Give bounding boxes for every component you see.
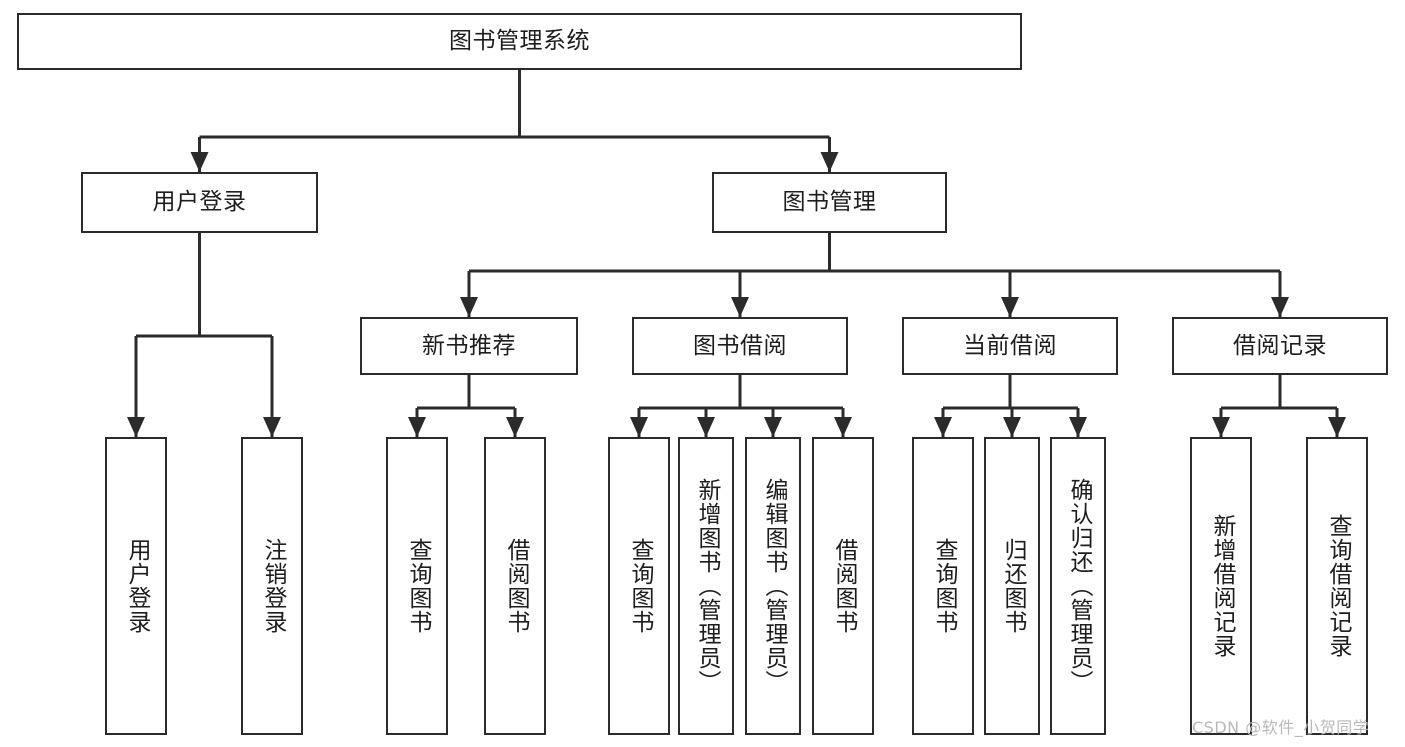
node-l-bb-borrow[interactable]: 借阅图书 xyxy=(812,437,874,735)
arrow-head-icon xyxy=(1212,417,1230,437)
node-records[interactable]: 借阅记录 xyxy=(1172,317,1388,375)
node-l-nb-borrow[interactable]: 借阅图书 xyxy=(484,437,546,735)
node-label: 用户登录 xyxy=(123,538,150,634)
arrow-head-icon xyxy=(764,417,782,437)
node-root[interactable]: 图书管理系统 xyxy=(17,13,1022,70)
node-l-cb-return[interactable]: 归还图书 xyxy=(984,437,1040,735)
arrow-head-icon xyxy=(1003,417,1021,437)
arrow-head-icon xyxy=(506,417,524,437)
node-l-nb-query[interactable]: 查询图书 xyxy=(386,437,448,735)
arrow-head-icon xyxy=(697,417,715,437)
node-l-login[interactable]: 用户登录 xyxy=(105,437,167,735)
node-l-rc-add[interactable]: 新增借阅记录 xyxy=(1190,437,1252,735)
node-label: 新增图书（管理员） xyxy=(693,478,720,694)
node-label: 图书管理系统 xyxy=(449,28,590,55)
node-l-cb-query[interactable]: 查询图书 xyxy=(912,437,974,735)
node-l-rc-query[interactable]: 查询借阅记录 xyxy=(1306,437,1368,735)
node-label: 查询借阅记录 xyxy=(1324,514,1351,658)
arrow-head-icon xyxy=(731,297,749,317)
arrow-head-icon xyxy=(1328,417,1346,437)
node-label: 图书借阅 xyxy=(693,332,787,359)
node-label: 查询图书 xyxy=(626,538,653,634)
node-l-logout[interactable]: 注销登录 xyxy=(241,437,303,735)
node-label: 借阅记录 xyxy=(1233,332,1327,359)
node-label: 确认归还（管理员） xyxy=(1065,478,1092,694)
node-current[interactable]: 当前借阅 xyxy=(902,317,1118,375)
node-newbook[interactable]: 新书推荐 xyxy=(360,317,578,375)
node-l-bb-query[interactable]: 查询图书 xyxy=(608,437,670,735)
arrow-head-icon xyxy=(1001,297,1019,317)
arrow-head-icon xyxy=(820,152,839,172)
arrow-head-icon xyxy=(408,417,426,437)
arrow-head-icon xyxy=(834,417,852,437)
node-l-bb-add[interactable]: 新增图书（管理员） xyxy=(678,437,734,735)
arrow-head-icon xyxy=(1271,297,1289,317)
arrow-head-icon xyxy=(460,297,478,317)
arrow-head-icon xyxy=(934,417,952,437)
node-borrow[interactable]: 图书借阅 xyxy=(632,317,848,375)
arrow-head-icon xyxy=(263,417,281,437)
node-l-bb-edit[interactable]: 编辑图书（管理员） xyxy=(745,437,801,735)
node-label: 查询图书 xyxy=(930,538,957,634)
node-login[interactable]: 用户登录 xyxy=(81,172,318,233)
arrow-head-icon xyxy=(1069,417,1087,437)
node-label: 编辑图书（管理员） xyxy=(760,478,787,694)
node-label: 借阅图书 xyxy=(830,538,857,634)
node-bookmgmt[interactable]: 图书管理 xyxy=(712,172,947,233)
node-label: 查询图书 xyxy=(404,538,431,634)
node-label: 归还图书 xyxy=(999,538,1026,634)
arrow-head-icon xyxy=(630,417,648,437)
arrow-head-icon xyxy=(127,417,145,437)
node-label: 图书管理 xyxy=(782,189,877,216)
arrow-head-icon xyxy=(190,152,209,172)
node-label: 新增借阅记录 xyxy=(1208,514,1235,658)
node-label: 注销登录 xyxy=(259,538,286,634)
node-label: 当前借阅 xyxy=(963,332,1057,359)
node-label: 新书推荐 xyxy=(422,332,516,359)
node-l-cb-confirm[interactable]: 确认归还（管理员） xyxy=(1050,437,1106,735)
node-label: 用户登录 xyxy=(152,189,247,216)
node-label: 借阅图书 xyxy=(502,538,529,634)
